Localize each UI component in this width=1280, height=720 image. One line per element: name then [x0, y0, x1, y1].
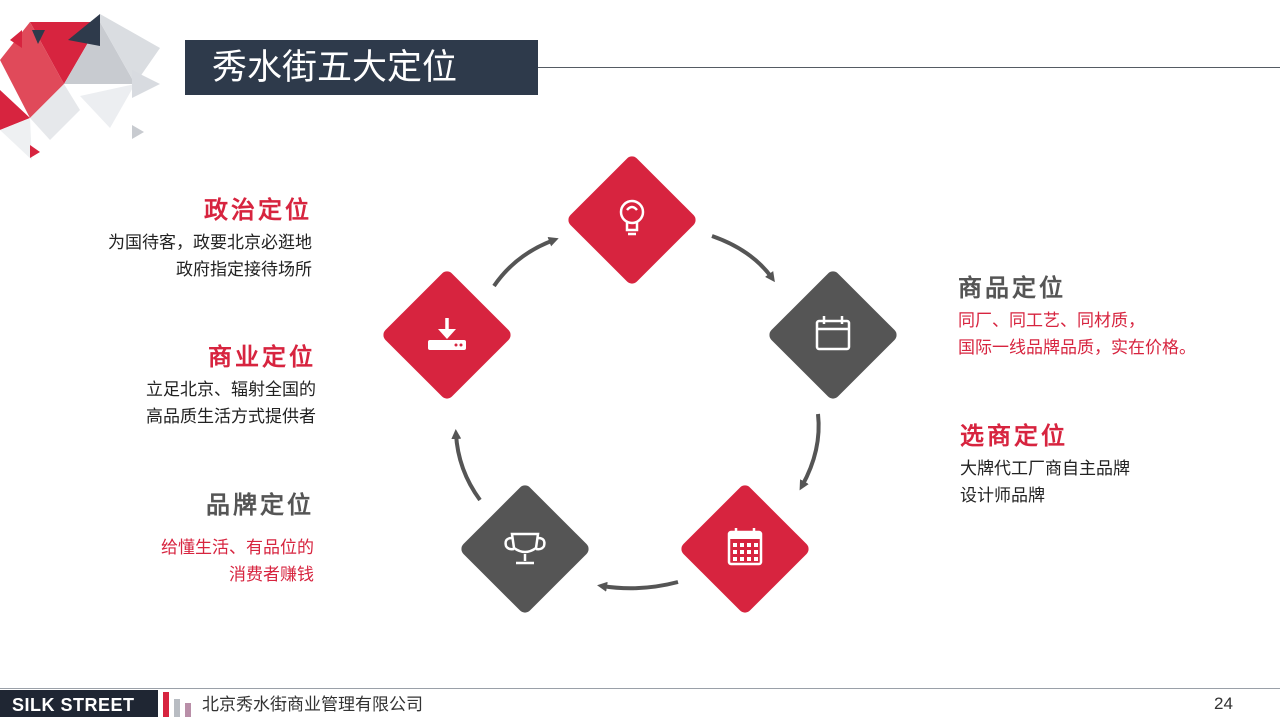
tenant-line-1: 大牌代工厂商自主品牌 — [960, 459, 1130, 479]
political-line-1: 为国待客，政要北京必逛地 — [108, 233, 312, 253]
merchandise-heading: 商品定位 — [958, 274, 1066, 302]
footer-accent-gray-1 — [174, 699, 180, 717]
corner-decoration — [0, 14, 160, 160]
slide-title: 秀水街五大定位 — [212, 48, 458, 88]
footer-brand-bar — [0, 690, 158, 717]
political-heading: 政治定位 — [204, 196, 312, 224]
footer-brand: SILK STREET — [12, 695, 135, 715]
left-item-political: 政治定位 为国待客，政要北京必逛地 政府指定接待场所 — [108, 195, 312, 284]
merchandise-line-2: 国际一线品牌品质，实在价格。 — [958, 338, 1196, 358]
commercial-line-2: 高品质生活方式提供者 — [146, 407, 316, 427]
download-node — [383, 271, 511, 399]
tenant-heading: 选商定位 — [960, 422, 1068, 450]
cycle-diagram — [383, 156, 897, 613]
footer-accent-gray-2 — [185, 703, 191, 717]
right-item-merchandise: 商品定位 同厂、同工艺、同材质， 国际一线品牌品质，实在价格。 — [958, 273, 1196, 362]
calendar-node — [769, 271, 897, 399]
lightbulb-node — [568, 156, 696, 284]
commercial-line-1: 立足北京、辐射全国的 — [146, 380, 316, 400]
calendar-grid-icon — [727, 528, 763, 566]
brand-line-1: 给懂生活、有品位的 — [161, 538, 314, 558]
cycle-arrow-4 — [451, 429, 482, 502]
brand-line-2: 消费者赚钱 — [229, 565, 314, 585]
commercial-heading: 商业定位 — [208, 343, 316, 371]
page-number: 24 — [1214, 694, 1233, 713]
trophy-node — [461, 485, 589, 613]
lightbulb-icon — [619, 199, 645, 236]
right-item-tenant: 选商定位 大牌代工厂商自主品牌 设计师品牌 — [960, 421, 1130, 510]
title-banner — [185, 40, 538, 95]
cycle-arrow-5 — [492, 237, 559, 288]
tenant-line-2: 设计师品牌 — [960, 486, 1045, 506]
footer-accent-red — [163, 692, 169, 717]
calendar-grid-node — [681, 485, 809, 613]
download-icon — [428, 318, 466, 350]
left-item-commercial: 商业定位 立足北京、辐射全国的 高品质生活方式提供者 — [146, 342, 316, 431]
footer-divider — [0, 688, 1280, 689]
calendar-icon — [815, 316, 851, 351]
merchandise-line-1: 同厂、同工艺、同材质， — [958, 311, 1145, 331]
footer-company: 北京秀水街商业管理有限公司 — [202, 695, 423, 715]
cycle-arrow-2 — [799, 413, 821, 491]
cycle-arrow-1 — [711, 234, 775, 283]
title-divider — [538, 67, 1280, 68]
cycle-arrow-3 — [597, 580, 679, 592]
brand-heading: 品牌定位 — [206, 491, 314, 519]
left-item-brand: 品牌定位 给懂生活、有品位的 消费者赚钱 — [161, 490, 314, 589]
political-line-2: 政府指定接待场所 — [176, 260, 312, 280]
trophy-icon — [504, 532, 546, 565]
